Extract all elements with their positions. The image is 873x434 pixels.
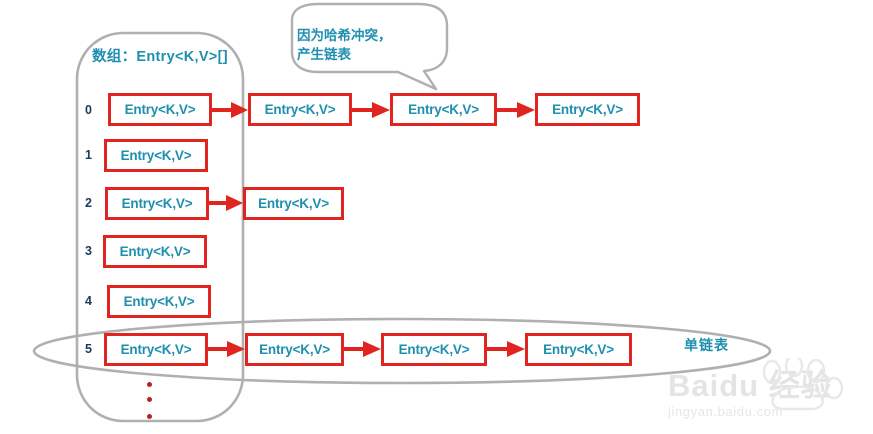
baidu-watermark: Baidu 经验 jingyan.baidu.com [668,358,844,419]
bucket-index-0: 0 [85,103,92,117]
entry-box-b2-e1[interactable]: Entry<K,V> [243,187,344,220]
arrow-bucket0-1 [212,102,248,118]
entry-box-b0-e0[interactable]: Entry<K,V> [108,93,212,126]
arrow-bucket2-1 [209,195,243,211]
bucket-index-3: 3 [85,244,92,258]
bucket-index-5: 5 [85,342,92,356]
array-title-label: 数组：Entry<K,V>[] [92,49,228,65]
bucket-index-1: 1 [85,148,92,162]
arrow-bucket5-2 [344,341,381,357]
entry-box-b5-e3[interactable]: Entry<K,V> [525,333,632,366]
entry-box-b1-e0[interactable]: Entry<K,V> [104,139,208,172]
ellipsis-dot-2 [147,397,152,402]
bucket-index-2: 2 [85,196,92,210]
entry-box-b3-e0[interactable]: Entry<K,V> [103,235,207,268]
arrow-bucket0-3 [497,102,535,118]
arrow-bucket0-2 [352,102,390,118]
ellipsis-dot-1 [147,382,152,387]
entry-box-b0-e2[interactable]: Entry<K,V> [390,93,497,126]
bucket-index-4: 4 [85,294,92,308]
ellipsis-dot-3 [147,414,152,419]
entry-box-b2-e0[interactable]: Entry<K,V> [105,187,209,220]
entry-box-b5-e0[interactable]: Entry<K,V> [104,333,208,366]
callout-line-1: 因为哈希冲突， [297,28,392,43]
linked-list-label: 单链表 [684,337,729,353]
arrow-bucket5-1 [208,341,245,357]
arrow-bucket5-3 [487,341,525,357]
callout-text: 因为哈希冲突， 产生链表 [297,26,427,64]
paw-print-icon [762,358,844,411]
entry-box-b0-e3[interactable]: Entry<K,V> [535,93,640,126]
entry-box-b4-e0[interactable]: Entry<K,V> [107,285,211,318]
entry-box-b0-e1[interactable]: Entry<K,V> [248,93,352,126]
watermark-sub-text: jingyan.baidu.com [668,404,783,419]
entry-box-b5-e2[interactable]: Entry<K,V> [381,333,487,366]
watermark-main-text: Baidu 经验 [668,368,833,403]
entry-box-b5-e1[interactable]: Entry<K,V> [245,333,344,366]
callout-line-2: 产生链表 [297,47,351,62]
